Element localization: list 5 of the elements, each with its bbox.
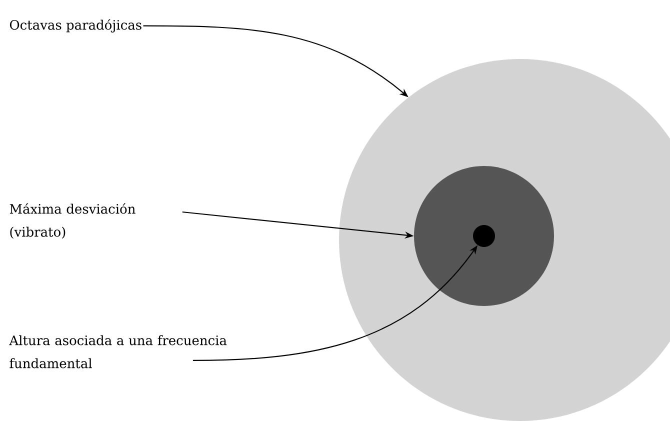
text-label: Máxima desviación (vibrato) bbox=[10, 203, 136, 239]
text-label: Octavas paradójicas bbox=[10, 19, 142, 32]
text-label: Altura asociada a una frecuencia fundamental bbox=[9, 335, 227, 368]
center-dot bbox=[473, 225, 495, 247]
inner-circle bbox=[414, 166, 554, 306]
